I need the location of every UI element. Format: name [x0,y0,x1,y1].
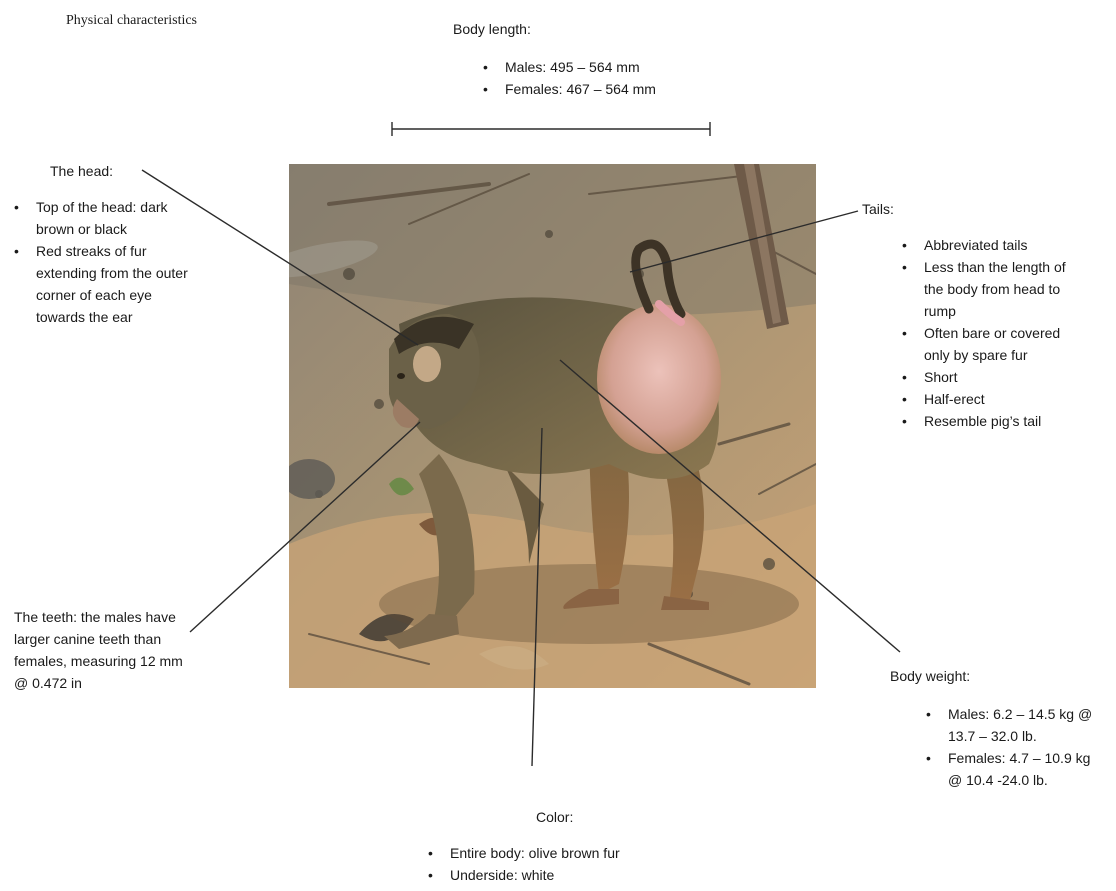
head-section: The head: Top of the head: dark brown or… [14,160,214,328]
color-item: Underside: white [428,864,708,886]
body-weight-item: Males: 6.2 – 14.5 kg @ 13.7 – 32.0 lb. [926,703,1096,747]
body-weight-list: Males: 6.2 – 14.5 kg @ 13.7 – 32.0 lb. F… [926,703,1096,791]
body-length-heading: Body length: [453,18,713,40]
tails-item: Less than the length of the body from he… [902,256,1082,322]
tails-list: Abbreviated tails Less than the length o… [902,234,1082,432]
color-heading: Color: [536,806,708,828]
head-heading: The head: [50,160,214,182]
teeth-text: The teeth: the males have larger canine … [14,606,194,694]
body-length-list: Males: 495 – 564 mm Females: 467 – 564 m… [483,56,713,100]
body-length-item: Females: 467 – 564 mm [483,78,713,100]
body-length-section: Body length: Males: 495 – 564 mm Females… [453,18,713,100]
teeth-section: The teeth: the males have larger canine … [14,606,194,694]
body-weight-section: Body weight: Males: 6.2 – 14.5 kg @ 13.7… [890,665,1110,791]
color-section: Color: Entire body: olive brown fur Unde… [428,806,708,886]
body-length-item: Males: 495 – 564 mm [483,56,713,78]
tails-item: Resemble pig’s tail [902,410,1082,432]
color-item: Entire body: olive brown fur [428,842,708,864]
tails-item: Often bare or covered only by spare fur [902,322,1082,366]
body-weight-heading: Body weight: [890,665,1110,687]
document-title: Physical characteristics [66,10,197,32]
head-item: Red streaks of fur extending from the ou… [14,240,199,328]
tails-section: Tails: Abbreviated tails Less than the l… [862,198,1102,432]
body-weight-item: Females: 4.7 – 10.9 kg @ 10.4 -24.0 lb. [926,747,1096,791]
color-list: Entire body: olive brown fur Underside: … [428,842,708,886]
tails-item: Short [902,366,1082,388]
head-item: Top of the head: dark brown or black [14,196,199,240]
tails-item: Abbreviated tails [902,234,1082,256]
tails-item: Half-erect [902,388,1082,410]
monkey-photo [289,164,816,688]
head-list: Top of the head: dark brown or black Red… [14,196,199,328]
tails-heading: Tails: [862,198,1102,220]
